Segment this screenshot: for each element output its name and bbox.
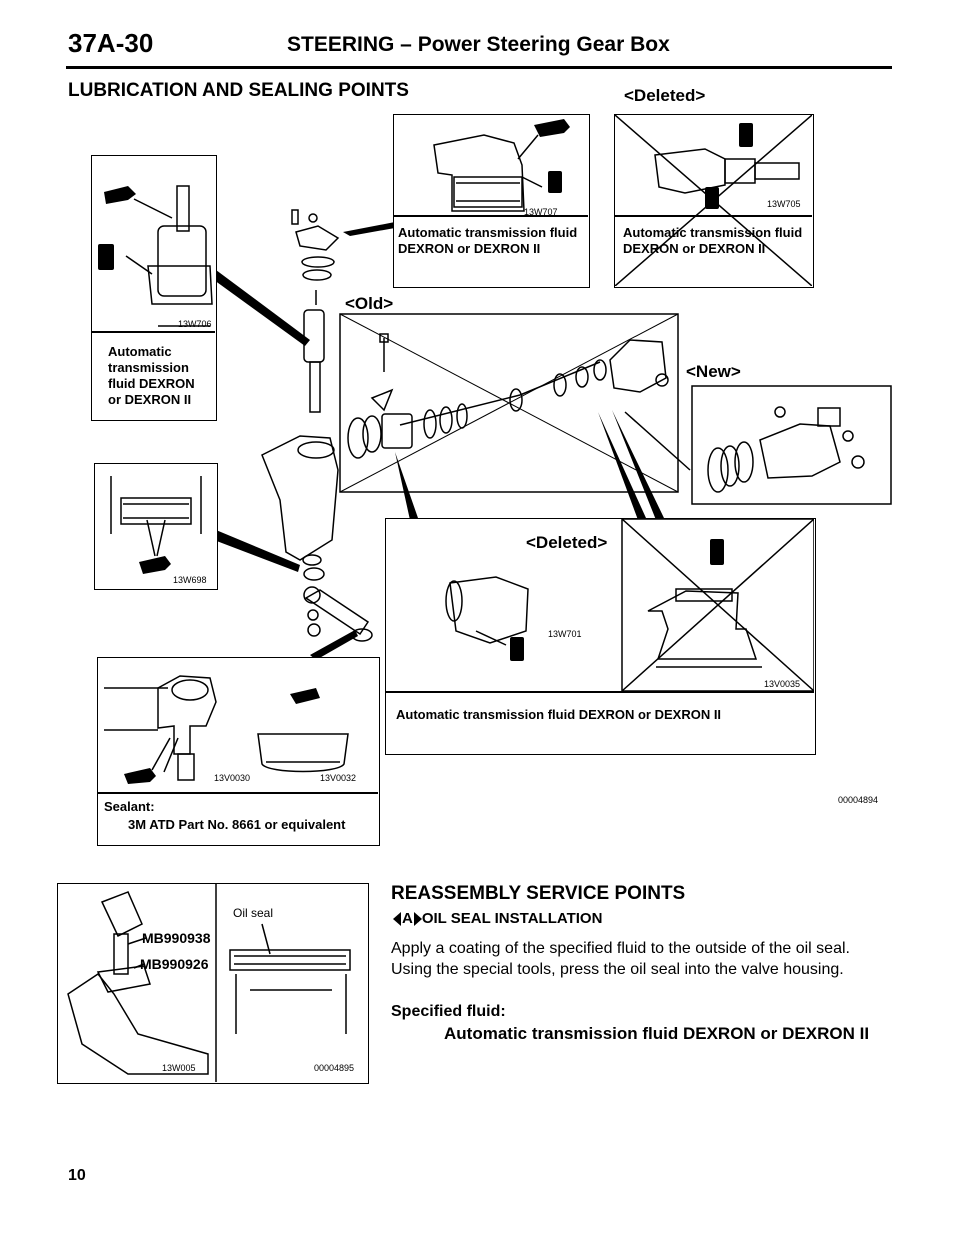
figure-code: 13W705 — [767, 199, 801, 209]
oil-seal-tool-illustration — [67, 884, 351, 1082]
panel-13w707: 13W707 Automatic transmission fluid DEXR… — [393, 114, 590, 288]
label-deleted: <Deleted> — [526, 533, 608, 552]
triangle-left-icon — [393, 911, 401, 926]
oil-seal-installation-label: OIL SEAL INSTALLATION — [421, 910, 603, 927]
panel-13w701: <Deleted> 13W701 13V0035 Automatic trans… — [385, 518, 816, 755]
oil-seal-label: Oil seal — [233, 906, 274, 920]
figure-code: 13W707 — [524, 207, 558, 217]
gear-housing-illustration — [433, 119, 570, 212]
tool-label-mb990938: MB990938 — [142, 930, 211, 946]
specified-fluid-value: Automatic transmission fluid DEXRON or D… — [444, 1024, 870, 1043]
page-header-title: STEERING – Power Steering Gear Box — [287, 33, 670, 56]
valve-housing-illustration — [98, 185, 213, 327]
divider — [386, 691, 814, 693]
page-number: 10 — [68, 1167, 86, 1184]
figure-code: 13V0035 — [764, 679, 801, 689]
figure-code: 13W698 — [173, 575, 207, 585]
seal-section-illustration — [110, 476, 202, 574]
sealant-spec: 3M ATD Part No. 8661 or equivalent — [128, 817, 346, 832]
figure-code: 00004894 — [838, 795, 879, 805]
specified-fluid-label: Specified fluid: — [391, 1003, 506, 1020]
label-old: <Old> — [345, 294, 394, 313]
figure-code: 13W706 — [178, 319, 212, 329]
tool-label-mb990926: MB990926 — [140, 956, 209, 972]
panel-caption: Automatic transmission fluid DEXRON or D… — [623, 225, 803, 256]
figure-code: 13W701 — [548, 629, 582, 639]
figure-code: 00004895 — [314, 1063, 355, 1073]
panel-13w705-deleted: 13W705 Automatic transmission fluid DEXR… — [614, 114, 814, 288]
pitman-shaft-illustration — [445, 519, 814, 692]
panel-caption: Automatic transmission fluid DEXRON or D… — [108, 344, 195, 407]
panel-caption: Automatic transmission fluid DEXRON or D… — [396, 707, 722, 722]
section-title: LUBRICATION AND SEALING POINTS — [68, 80, 409, 101]
header-rule — [66, 66, 892, 69]
triangle-right-icon — [413, 911, 422, 926]
divider — [98, 792, 378, 794]
divider — [92, 331, 215, 333]
service-point-marker: A — [402, 910, 413, 927]
figure-code: 13W005 — [162, 1063, 196, 1073]
sealant-label: Sealant: — [104, 799, 155, 814]
reassembly-title: REASSEMBLY SERVICE POINTS — [391, 883, 686, 904]
figure-code: 13V0030 — [214, 773, 251, 783]
figure-oil-seal-installation: MB990938 MB990926 Oil seal 13W005 000048… — [57, 883, 369, 1084]
divider — [615, 215, 812, 217]
panel-13w698: 13W698 — [94, 463, 218, 590]
deleted-shaft-illustration — [615, 115, 812, 286]
panel-sealant: 13V0030 13V0032 Sealant: 3M ATD Part No.… — [97, 657, 380, 846]
panel-13w706: 13W706 Automatic transmission fluid DEXR… — [91, 155, 217, 421]
label-new: <New> — [686, 362, 741, 381]
divider — [394, 215, 588, 217]
reassembly-body: Apply a coating of the specified fluid t… — [391, 940, 850, 978]
sealant-illustration — [104, 675, 349, 784]
panel-caption: Automatic transmission fluid DEXRON or D… — [398, 225, 578, 256]
label-deleted: <Deleted> — [624, 86, 706, 105]
section-code: 37A-30 — [68, 28, 154, 58]
oil-seal-installation-heading: A OIL SEAL INSTALLATION — [393, 910, 602, 927]
figure-code: 13V0032 — [320, 773, 357, 783]
